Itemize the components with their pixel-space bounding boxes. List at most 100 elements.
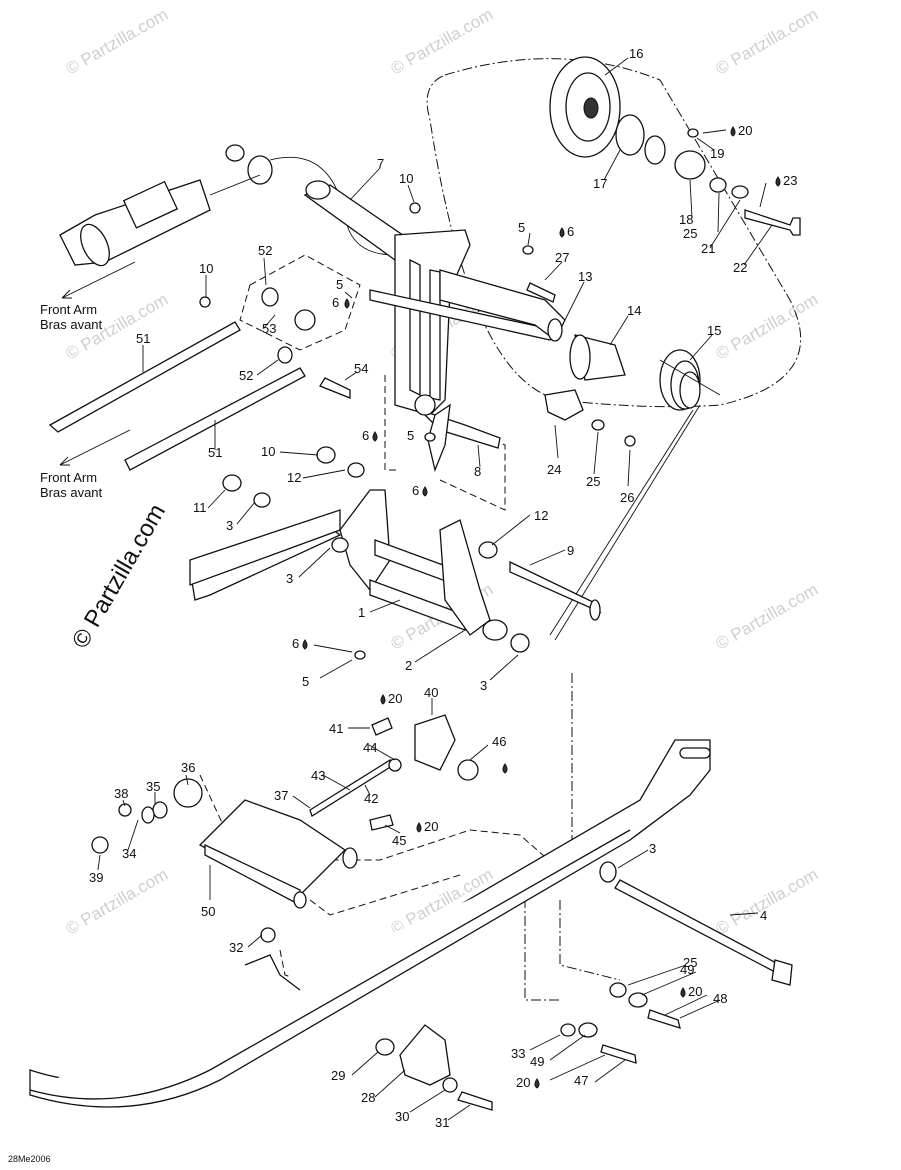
drop-icon (775, 176, 781, 187)
callout-5: 5 (336, 277, 343, 292)
callout-48: 48 (713, 991, 727, 1006)
shock-absorber (59, 144, 396, 267)
bras-avant-label: Bras avant (40, 485, 103, 500)
callout-12: 12 (287, 470, 301, 485)
watermark: © Partzilla.com (63, 865, 172, 939)
callout-24: 24 (547, 462, 561, 477)
drop-icon (422, 486, 428, 497)
bras-avant-label: Bras avant (40, 317, 103, 332)
drop-icon (344, 298, 350, 309)
watermark: © Partzilla.com (713, 580, 822, 654)
drop-icon (416, 822, 422, 833)
callout-17: 17 (593, 176, 607, 191)
drop-icon (680, 987, 686, 998)
callout-13: 13 (578, 269, 592, 284)
callout-6: 6 (362, 428, 369, 443)
callout-26: 26 (620, 490, 634, 505)
drop-icon (372, 431, 378, 442)
callout-32: 32 (229, 940, 243, 955)
callout-15: 15 (707, 323, 721, 338)
lubricant-icons (302, 126, 781, 1089)
callout-20: 20 (688, 984, 702, 999)
callout-51: 51 (208, 445, 222, 460)
callout-6: 6 (332, 295, 339, 310)
callout-3: 3 (286, 571, 293, 586)
callout-36: 36 (181, 760, 195, 775)
front-arm-label-bottom: Front Arm Bras avant (40, 470, 103, 500)
callout-2: 2 (405, 658, 412, 673)
callout-49: 49 (530, 1054, 544, 1069)
callout-20: 20 (424, 819, 438, 834)
drawing-code: 28Me2006 (8, 1154, 51, 1164)
stopper-block (189, 509, 342, 601)
callout-34: 34 (122, 846, 136, 861)
callout-25: 25 (586, 474, 600, 489)
rear-cam (260, 927, 493, 1111)
callout-3: 3 (649, 841, 656, 856)
leader-lines (97, 57, 773, 1121)
callouts: 1 2 3 3 3 3 4 5 5 5 5 6 6 6 6 6 7 8 9 10… (89, 46, 797, 1130)
callout-4: 4 (760, 908, 767, 923)
callout-44: 44 (363, 740, 377, 755)
callout-1: 1 (358, 605, 365, 620)
callout-53: 53 (262, 321, 276, 336)
callout-25: 25 (683, 226, 697, 241)
callout-40: 40 (424, 685, 438, 700)
callout-9: 9 (567, 543, 574, 558)
callout-45: 45 (392, 833, 406, 848)
callout-54: 54 (354, 361, 368, 376)
callout-19: 19 (710, 146, 724, 161)
front-arm-arrows (59, 261, 136, 466)
callout-10: 10 (399, 171, 413, 186)
pivot-shaft-spring (549, 334, 721, 641)
watermark: © Partzilla.com (63, 5, 172, 79)
callout-20: 20 (738, 123, 752, 138)
callout-31: 31 (435, 1115, 449, 1130)
watermark: © Partzilla.com (713, 865, 822, 939)
callout-22: 22 (733, 260, 747, 275)
watermark: © Partzilla.com (713, 290, 822, 364)
callout-30: 30 (395, 1109, 409, 1124)
callout-8: 8 (474, 464, 481, 479)
front-arm-label: Front Arm (40, 302, 97, 317)
callout-7: 7 (377, 156, 384, 171)
callout-18: 18 (679, 212, 693, 227)
callout-27: 27 (555, 250, 569, 265)
callout-12: 12 (534, 508, 548, 523)
callout-10: 10 (261, 444, 275, 459)
callout-25: 25 (683, 955, 697, 970)
callout-20: 20 (516, 1075, 530, 1090)
callout-10: 10 (199, 261, 213, 276)
rear-arm-assembly (303, 180, 566, 473)
callout-41: 41 (329, 721, 343, 736)
callout-49: 49 (680, 962, 694, 977)
callout-38: 38 (114, 786, 128, 801)
callout-5: 5 (407, 428, 414, 443)
long-bolt-4 (599, 861, 793, 986)
callout-28: 28 (361, 1090, 375, 1105)
callout-52: 52 (258, 243, 272, 258)
callout-52: 52 (239, 368, 253, 383)
callout-46: 46 (492, 734, 506, 749)
callout-51: 51 (136, 331, 150, 346)
slide-rail (29, 739, 711, 1108)
callout-21: 21 (701, 241, 715, 256)
drop-icon (302, 639, 308, 650)
callout-42: 42 (364, 791, 378, 806)
callout-47: 47 (574, 1073, 588, 1088)
callout-20: 20 (388, 691, 402, 706)
callout-33: 33 (511, 1046, 525, 1061)
callout-3: 3 (480, 678, 487, 693)
callout-37: 37 (274, 788, 288, 803)
drop-icon (730, 126, 736, 137)
drop-icon (534, 1078, 540, 1089)
front-arm-bracket (222, 446, 602, 653)
drop-icon (502, 763, 508, 774)
callout-14: 14 (627, 303, 641, 318)
callout-29: 29 (331, 1068, 345, 1083)
callout-11: 11 (193, 500, 207, 515)
callout-39: 39 (89, 870, 103, 885)
rear-lower-arm (91, 714, 479, 909)
idler-wheel-group (549, 56, 801, 236)
